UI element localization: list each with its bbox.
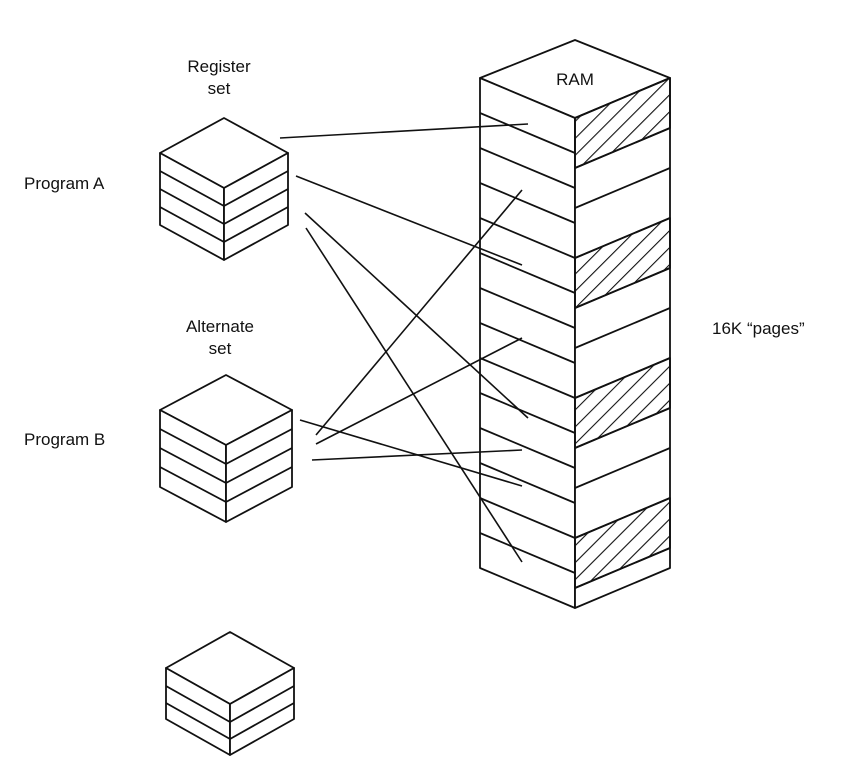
- register-set-label-line1: Register: [187, 57, 251, 76]
- alternate-set-label: Alternate set: [172, 316, 268, 360]
- program-a-label: Program A: [24, 174, 105, 193]
- alternate-set-label-line2: set: [208, 339, 232, 358]
- alternate-set-program-b: [159, 374, 293, 523]
- register-set-program-a: [159, 117, 289, 261]
- program-b-label: Program B: [24, 430, 106, 449]
- register-set-label: Register set: [176, 56, 262, 100]
- mapping-lines-program-b: [299, 189, 523, 487]
- ram-label: RAM: [556, 70, 594, 89]
- pages-label: 16K “pages”: [712, 319, 805, 338]
- spare-register-set: [165, 631, 295, 756]
- ram-left-dividers: [479, 112, 576, 574]
- ram-stack: [479, 39, 671, 609]
- alternate-set-label-line1: Alternate: [185, 317, 255, 336]
- ram-right-dividers: [574, 127, 671, 589]
- register-set-label-line2: set: [207, 79, 231, 98]
